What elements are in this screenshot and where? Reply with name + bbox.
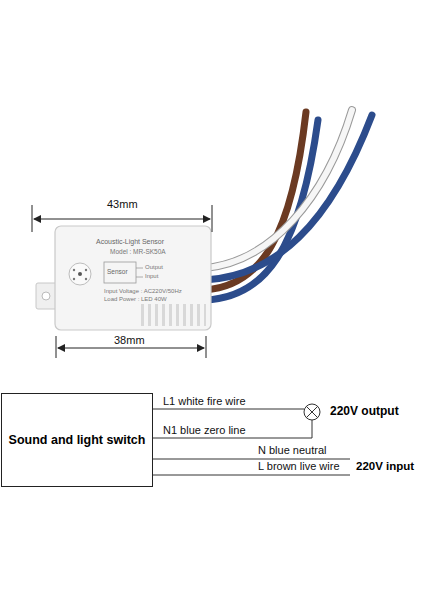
wiring-schematic	[153, 404, 350, 475]
sensor-module	[36, 226, 211, 330]
voltage-label: 220V output	[330, 405, 399, 419]
dimension-lines	[32, 205, 212, 358]
switch-box: Sound and light switch	[1, 393, 153, 487]
module-print: Acoustic-Light Sensor	[96, 238, 164, 246]
module-print: Input	[145, 273, 158, 280]
module-print: Sensor	[107, 268, 128, 275]
wire-bundle	[205, 110, 372, 300]
dimension-label: 43mm	[105, 198, 140, 211]
wire-label: L brown live wire	[258, 460, 340, 473]
box-label: Sound and light switch	[9, 433, 146, 447]
voltage-label: 220V input	[356, 460, 414, 473]
module-print: Load Power : LED 40W	[104, 296, 167, 303]
wire-label: N blue neutral	[258, 444, 327, 457]
module-print: Output	[145, 264, 163, 271]
module-print: Input Voltage : AC220V/50Hz	[104, 288, 182, 295]
wire-label: L1 white fire wire	[163, 395, 246, 408]
dimension-label: 38mm	[112, 334, 147, 347]
wire-label: N1 blue zero line	[163, 424, 246, 437]
module-print: Model : MR-SK50A	[110, 248, 166, 255]
